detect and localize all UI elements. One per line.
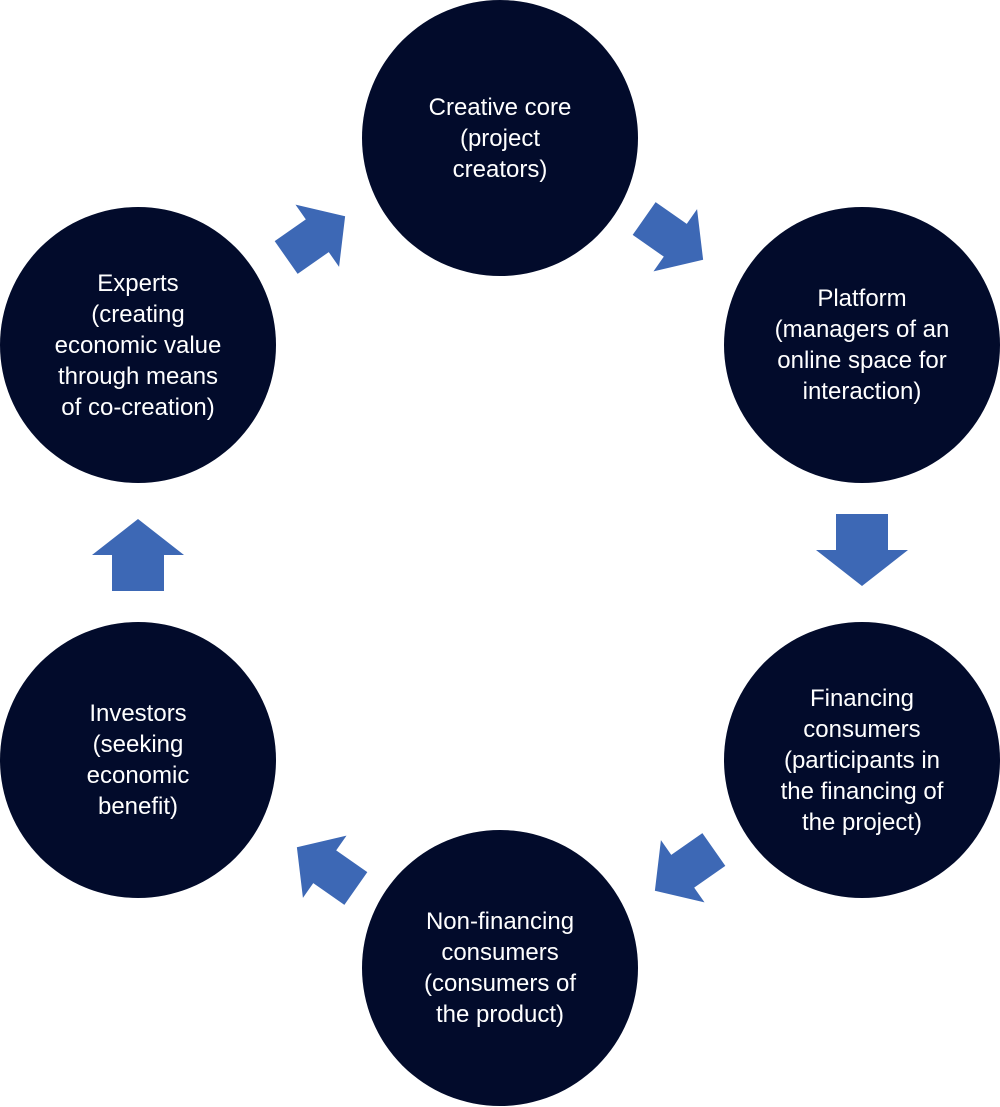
node-non-financing-consumers-label: Non-financing consumers (consumers of th… [423, 908, 577, 1028]
node-investors: Investors (seeking economic benefit) [0, 622, 276, 898]
node-financing-consumers: Financing consumers (participants in the… [724, 622, 1000, 898]
node-platform: Platform (managers of an online space fo… [724, 207, 1000, 483]
node-creative-core: Creative core (project creators) [362, 0, 638, 276]
arrow-up-left-icon [280, 830, 376, 908]
node-experts-label: Experts (creating economic value through… [54, 269, 222, 421]
arrow-up-icon [90, 516, 186, 594]
node-non-financing-consumers: Non-financing consumers (consumers of th… [362, 830, 638, 1106]
arrow-up-right-icon [266, 199, 362, 277]
arrow-down-right-icon [624, 199, 720, 277]
node-experts: Experts (creating economic value through… [0, 207, 276, 483]
node-creative-core-label: Creative core (project creators) [428, 93, 572, 183]
node-financing-consumers-label: Financing consumers (participants in the… [780, 684, 944, 836]
arrow-down-left-icon [638, 830, 734, 908]
node-investors-label: Investors (seeking economic benefit) [86, 700, 190, 820]
arrow-down-icon [814, 511, 910, 589]
node-platform-label: Platform (managers of an online space fo… [774, 285, 950, 405]
